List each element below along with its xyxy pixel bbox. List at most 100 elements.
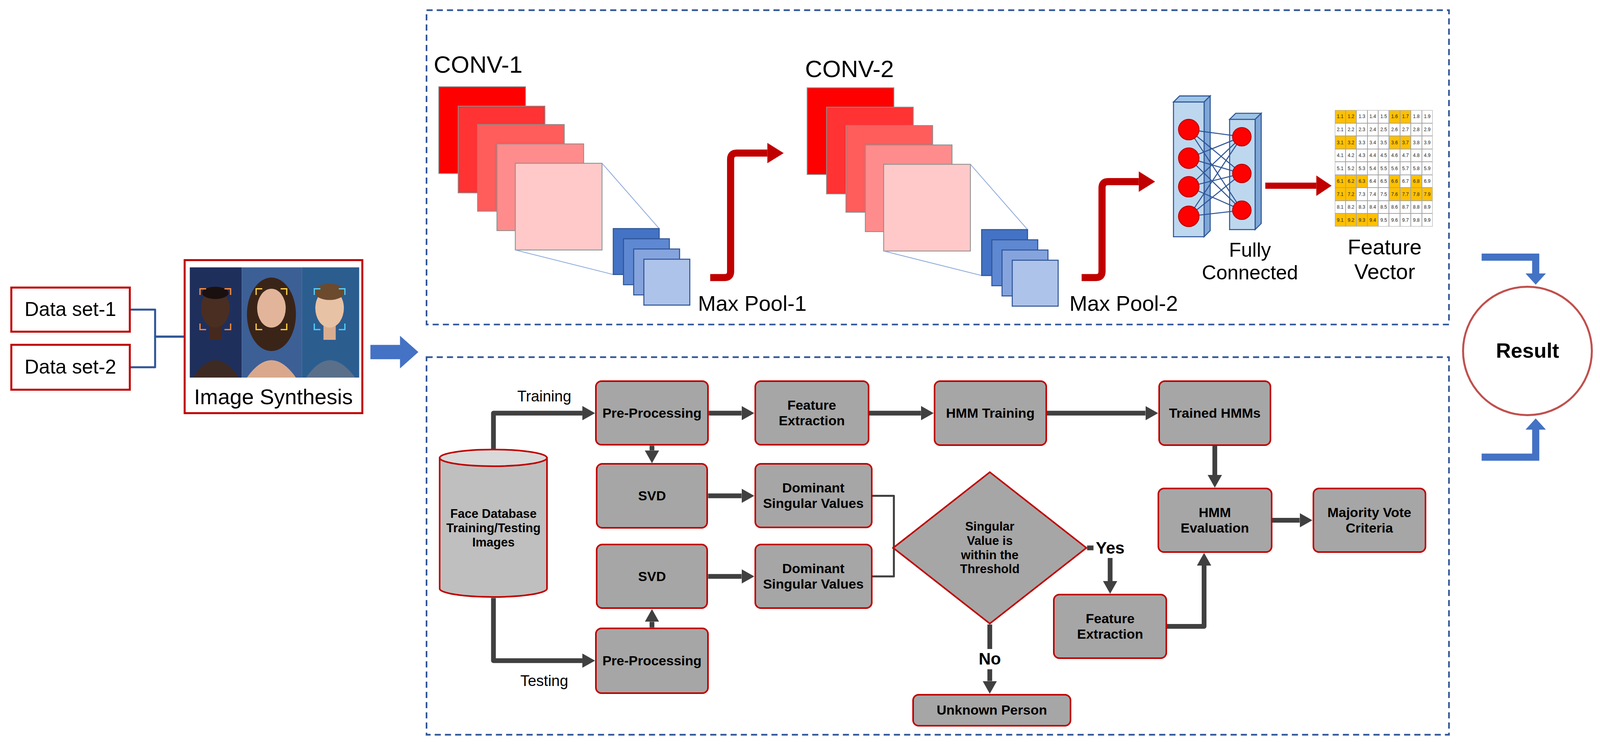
arrow-head	[767, 142, 784, 163]
node-text: Feature Extraction	[761, 397, 863, 429]
table-cell: 8.2	[1345, 200, 1357, 214]
image-synthesis-box: Image Synthesis	[183, 259, 364, 415]
process-box: SVD	[595, 543, 708, 609]
table-cell: 3.8	[1410, 135, 1422, 150]
table-cell: 8.6	[1388, 200, 1400, 214]
database-cylinder: Face Database Training/Testing Images	[438, 448, 548, 598]
table-cell: 2.9	[1421, 123, 1433, 137]
hmm-panel	[426, 357, 1449, 736]
flow-arrow	[493, 597, 583, 661]
table-cell: 8.4	[1367, 200, 1379, 214]
table-cell: 5.1	[1334, 161, 1346, 175]
edge-label: Testing	[517, 672, 571, 691]
table-cell: 7.9	[1421, 187, 1433, 201]
bracket-connector	[130, 336, 185, 368]
process-box: Trained HMMs	[1158, 380, 1272, 446]
table-cell: 9.9	[1421, 213, 1433, 227]
cnn-panel	[426, 10, 1449, 325]
table-cell: 3.1	[1334, 135, 1346, 150]
table-cell: 1.1	[1334, 110, 1346, 124]
table-cell: 4.8	[1410, 149, 1422, 163]
table-cell: 6.8	[1410, 174, 1422, 189]
table-cell: 2.1	[1334, 123, 1346, 137]
node-text: SVD	[638, 568, 666, 585]
node-text: Result	[1495, 339, 1560, 363]
edge-label: No	[976, 649, 1004, 670]
node-text: Pre-Processing	[602, 405, 702, 421]
result-box: Unknown Person	[912, 694, 1072, 727]
node-text: Data set-2	[24, 355, 117, 379]
table-cell: 3.9	[1421, 135, 1433, 150]
table-cell: 1.6	[1388, 110, 1400, 124]
table-cell: 9.4	[1367, 213, 1379, 227]
table-cell: 3.7	[1400, 135, 1411, 150]
node-text: Image Synthesis	[193, 384, 353, 410]
process-box: Dominant Singular Values	[754, 543, 873, 609]
dataset-box: Data set-2	[10, 343, 131, 391]
process-box: HMM Training	[933, 380, 1048, 446]
table-cell: 1.4	[1367, 110, 1379, 124]
table-cell: 1.7	[1400, 110, 1411, 124]
table-cell: 7.6	[1388, 187, 1400, 201]
flow-arrow	[1265, 182, 1317, 189]
table-cell: 3.6	[1388, 135, 1400, 150]
block-arrow	[1481, 429, 1536, 458]
node-text: Feature Extraction	[1060, 610, 1160, 642]
table-cell: 5.4	[1367, 161, 1379, 175]
table-cell: 7.2	[1345, 187, 1357, 201]
layer-label: Feature Vector	[1331, 234, 1438, 284]
node-text: Dominant Singular Values	[761, 560, 866, 592]
arrow-head	[1316, 175, 1332, 196]
flow-arrow	[1212, 446, 1218, 476]
table-cell: 9.3	[1356, 213, 1368, 227]
table-cell: 8.7	[1400, 200, 1411, 214]
table-cell: 7.1	[1334, 187, 1346, 201]
result-circle: Result	[1462, 285, 1593, 417]
flow-arrow	[1167, 565, 1205, 627]
table-cell: 1.3	[1356, 110, 1368, 124]
bracket-connector	[130, 309, 185, 337]
table-cell: 4.6	[1388, 149, 1400, 163]
conv-layer	[806, 87, 1058, 307]
flow-arrow	[707, 493, 742, 499]
table-cell: 8.8	[1410, 200, 1422, 214]
table-cell: 2.5	[1378, 123, 1389, 137]
node-text: Unknown Person	[936, 702, 1048, 718]
table-cell: 3.4	[1367, 135, 1379, 150]
table-cell: 4.3	[1356, 149, 1368, 163]
process-box: Pre-Processing	[595, 380, 709, 446]
table-cell: 9.2	[1345, 213, 1357, 227]
table-cell: 8.9	[1421, 200, 1433, 214]
table-cell: 5.3	[1356, 161, 1368, 175]
table-cell: 7.4	[1367, 187, 1379, 201]
table-cell: 5.9	[1421, 161, 1433, 175]
table-cell: 9.1	[1334, 213, 1346, 227]
table-cell: 7.5	[1378, 187, 1389, 201]
table-cell: 2.8	[1410, 123, 1422, 137]
table-cell: 3.3	[1356, 135, 1368, 150]
flow-arrow	[493, 413, 583, 449]
table-cell: 6.4	[1367, 174, 1379, 189]
table-cell: 4.2	[1345, 149, 1357, 163]
table-cell: 2.4	[1367, 123, 1379, 137]
table-cell: 6.7	[1400, 174, 1411, 189]
table-cell: 1.5	[1378, 110, 1389, 124]
edge-label: Yes	[1093, 537, 1127, 558]
face-images	[189, 267, 359, 378]
table-cell: 5.6	[1388, 161, 1400, 175]
table-cell: 1.9	[1421, 110, 1433, 124]
table-cell: 5.7	[1400, 161, 1411, 175]
layer-label: Fully Connected	[1188, 238, 1312, 285]
layer-label: CONV-1	[433, 50, 523, 79]
table-cell: 7.8	[1410, 187, 1422, 201]
node-text: SVD	[638, 488, 666, 504]
flow-arrow	[649, 621, 655, 628]
flow-arrow	[707, 574, 742, 579]
table-cell: 1.2	[1345, 110, 1357, 124]
arrow-head	[1525, 418, 1546, 430]
table-cell: 2.7	[1400, 123, 1411, 137]
flow-arrow	[869, 410, 922, 416]
node-text: Singular Value is within the Threshold	[948, 519, 1031, 577]
node-text: HMM Training	[946, 405, 1035, 421]
table-cell: 6.1	[1334, 174, 1346, 189]
